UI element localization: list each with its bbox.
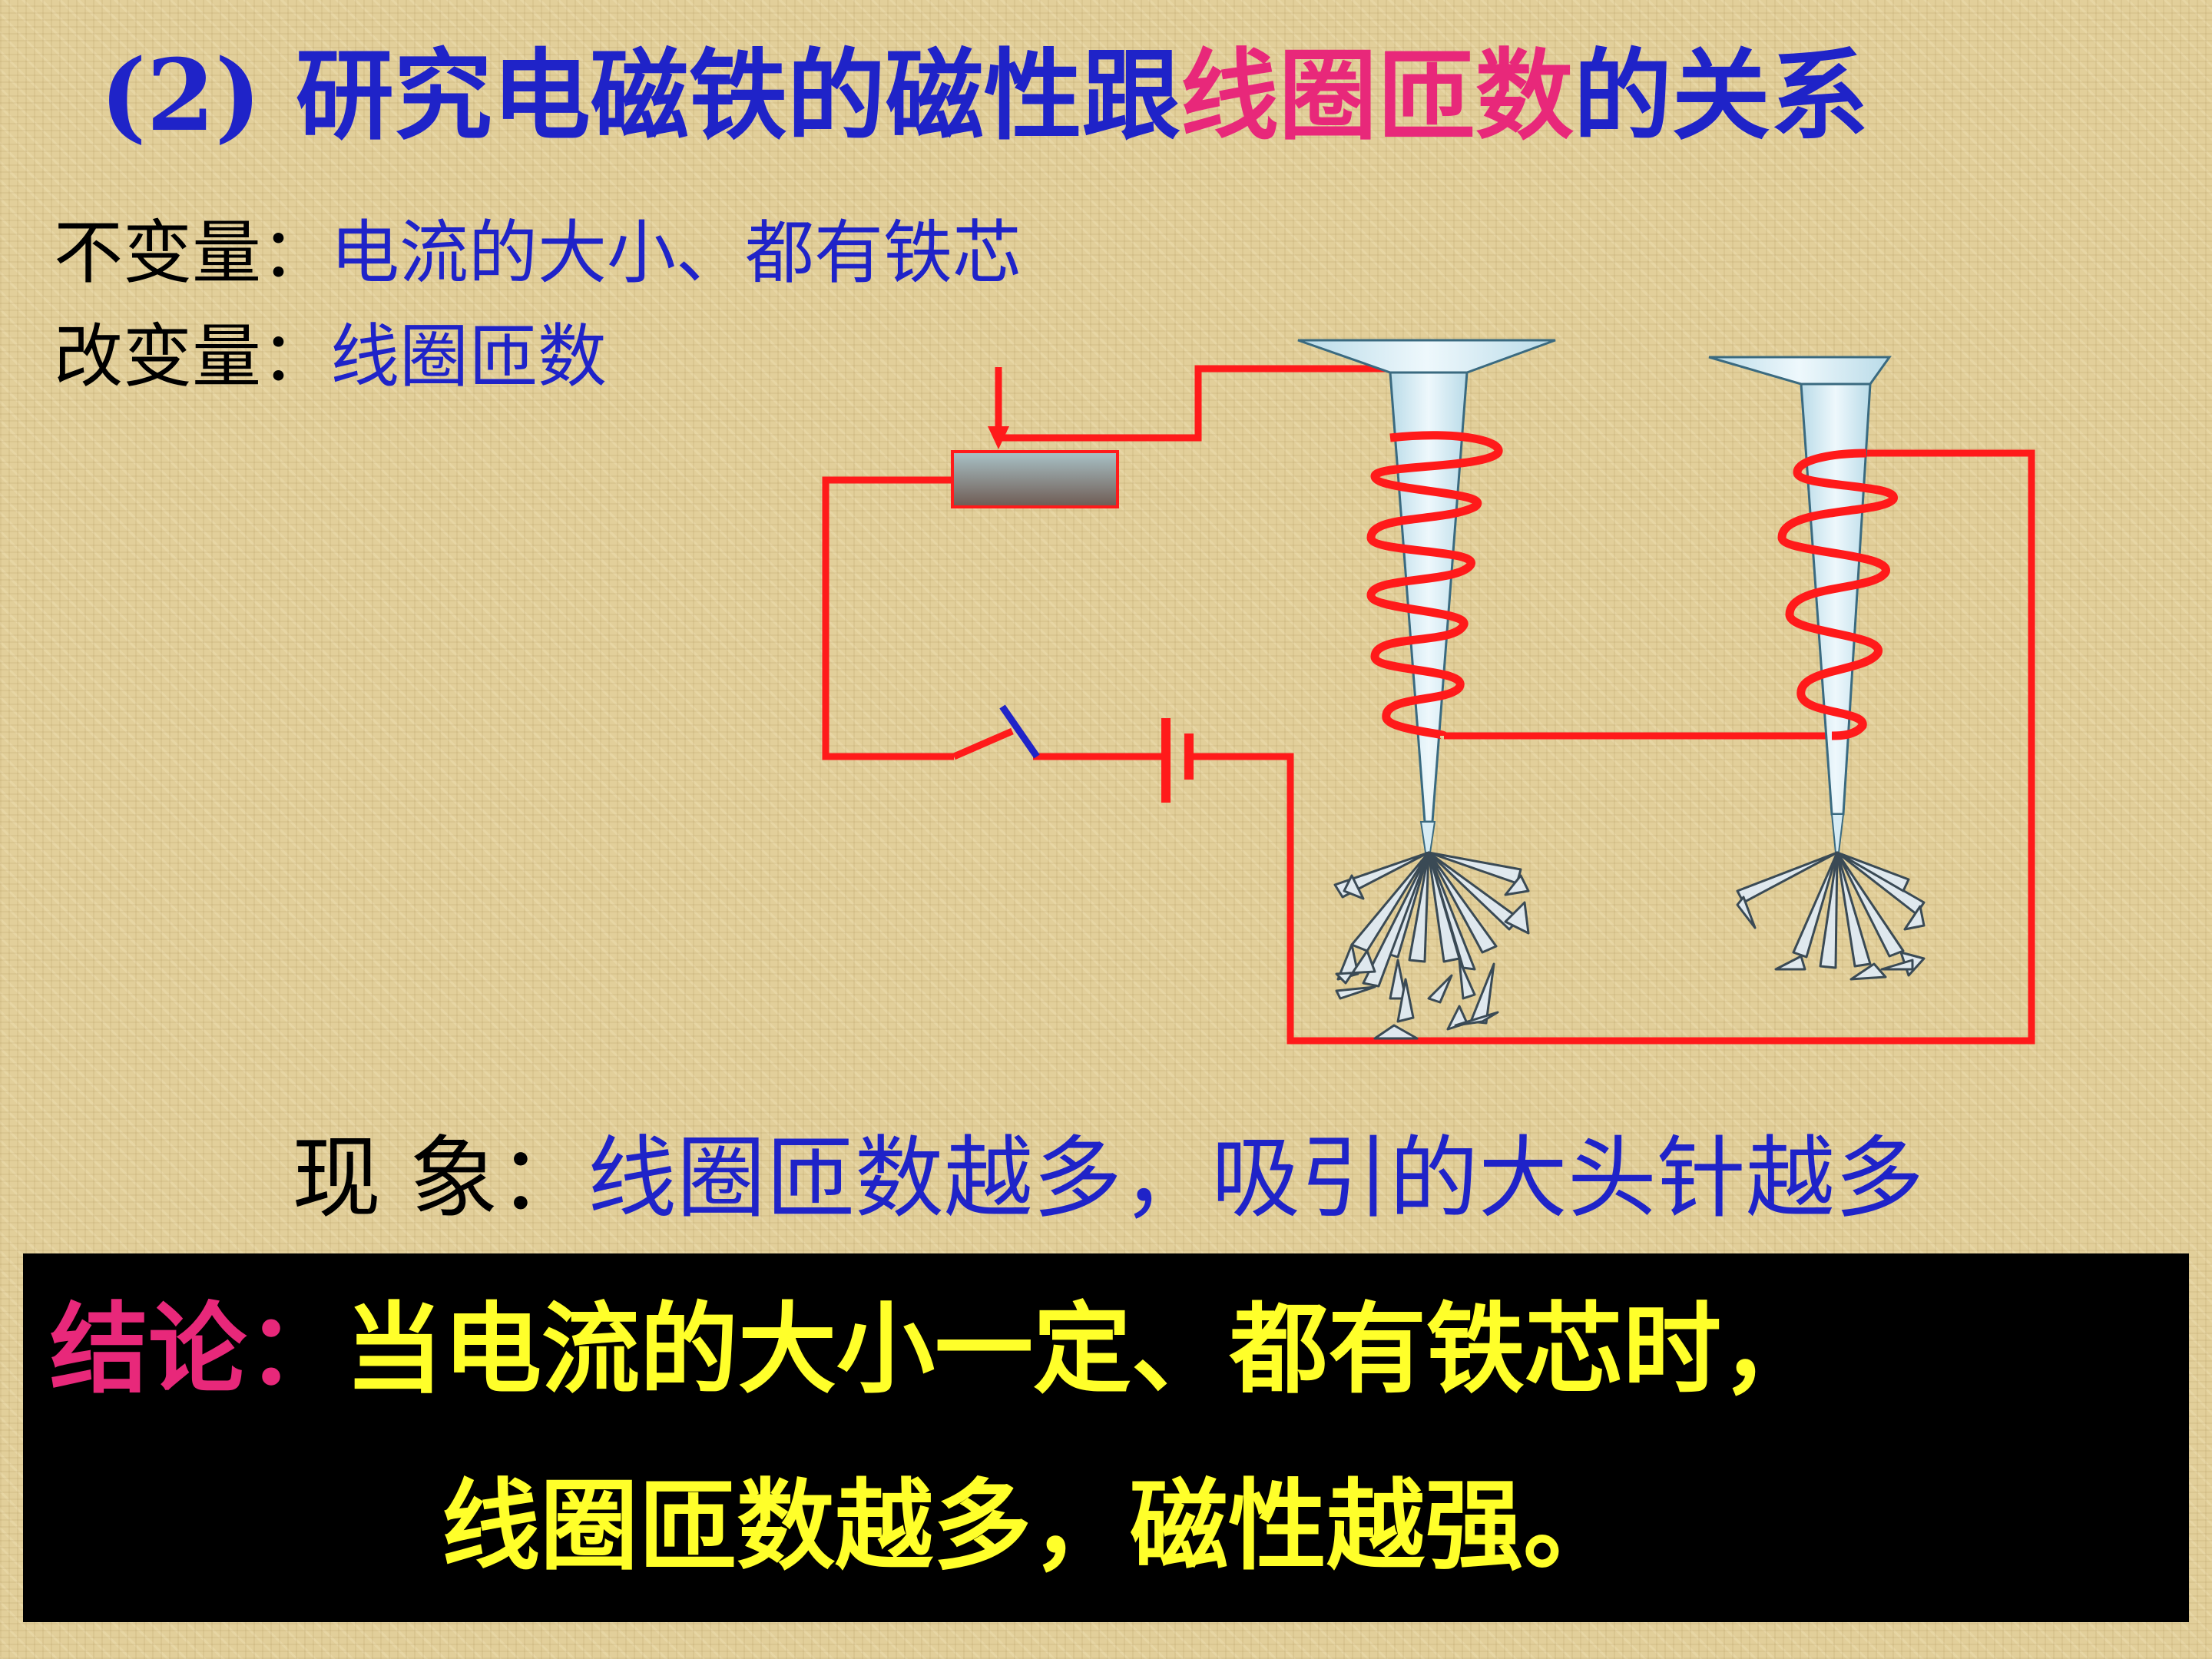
left-electromagnet-core	[1297, 339, 1556, 853]
conclusion-line-2: 线圈匝数越多，磁性越强。	[442, 1469, 1622, 1584]
changed-value: 线圈匝数	[330, 316, 607, 397]
conclusion-label: 结论：	[50, 1292, 346, 1407]
phenomenon-label: 现 象：	[292, 1127, 588, 1230]
title-prefix: (2) 研究电磁铁的磁性跟	[100, 38, 1181, 154]
phenomenon-value: 线圈匝数越多，吸引的大头针越多	[587, 1127, 1924, 1230]
circuit-wires	[822, 365, 2035, 1045]
switch	[952, 704, 1040, 760]
left-pins-cluster	[1333, 851, 1530, 1040]
changed-variables: 改变量：线圈匝数	[54, 311, 607, 403]
conclusion-line-1: 结论：当电流的大小一定、都有铁芯时，	[50, 1284, 1820, 1415]
right-pins-cluster	[1736, 851, 1926, 981]
constant-variables: 不变量：电流的大小、都有铁芯	[54, 207, 1022, 300]
rheostat	[951, 450, 1119, 508]
wire-rheostat-left-side	[822, 367, 1002, 760]
title-highlight: 线圈匝数	[1180, 38, 1574, 154]
constant-value: 电流的大小、都有铁芯	[330, 213, 1022, 293]
right-electromagnet-core	[1708, 356, 1892, 853]
constant-label: 不变量：	[54, 213, 330, 293]
phenomenon-text: 现 象：线圈匝数越多，吸引的大头针越多	[292, 1121, 1924, 1237]
left-coil	[1366, 431, 1503, 740]
conclusion-text-1: 当电流的大小一定、都有铁芯时，	[345, 1292, 1820, 1407]
wire-rheostat-to-left-coil	[995, 365, 1390, 442]
slide-title: (2) 研究电磁铁的磁性跟线圈匝数的关系	[100, 31, 1869, 161]
wire-battery-to-bottom	[1189, 449, 2035, 1045]
title-suffix: 的关系	[1573, 38, 1869, 154]
battery	[1161, 718, 1194, 803]
rheostat-slider	[988, 370, 1009, 449]
right-coil	[1777, 449, 1898, 740]
changed-label: 改变量：	[54, 316, 330, 397]
conclusion-box: 结论：当电流的大小一定、都有铁芯时， 线圈匝数越多，磁性越强。	[23, 1253, 2189, 1622]
